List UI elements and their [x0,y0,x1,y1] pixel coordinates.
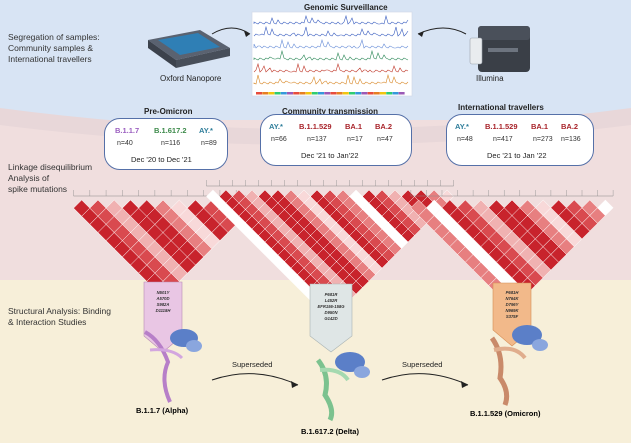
heatmap-community [206,180,454,321]
chromatogram-image [251,11,413,97]
panel-3-count-4: n=136 [561,136,581,143]
delta-mutations: P681R L452R EFR156-158G D950N G142D [310,292,352,322]
panel-1-variant-3: AY.* [199,126,213,135]
panel-2-date: Dec '21 to Jan'22 [301,151,359,160]
panel-2-variant-4: BA.2 [375,122,393,131]
arrow-nanopore [211,27,251,35]
panel-1-variant-1: B.1.1.7 [115,126,140,135]
genomic-surveillance-title: Genomic Surveillance [304,3,388,12]
panel-3-variant-4: BA.2 [561,122,579,131]
panel-3-variant-3: BA.1 [531,122,549,131]
omicron-mutations: P681H N764K D796Y N969K S375F [493,290,531,320]
delta-mutation-5: G142D [324,316,338,321]
illumina-label: Illumina [476,74,504,83]
panel-3-date: Dec '21 to Jan '22 [487,151,547,160]
panel-1-count-2: n=116 [161,140,181,147]
panel-2-count-1: n=66 [271,136,287,143]
panel-2-variant-3: BA.1 [345,122,363,131]
alpha-mutation-3: S982A [156,302,170,307]
delta-mutation-4: D950N [324,310,338,315]
superseded-label-1: Superseded [232,360,273,369]
alpha-mutation-4: D1118H [155,308,171,313]
omicron-mutation-3: D796Y [505,302,519,307]
nanopore-label: Oxford Nanopore [160,74,222,83]
panel-3-title: International travellers [458,103,544,112]
omicron-mutation-5: S375F [505,314,519,319]
omicron-mutation-2: N764K [505,296,519,301]
panel-1-variant-2: B.1.617.2 [154,126,187,135]
panel-1-box: B.1.1.7 B.1.617.2 AY.* n=40 n=116 n=89 D… [104,118,228,170]
panel-1-title: Pre-Omicron [144,107,193,116]
panel-3-count-2: n=417 [493,136,513,143]
panel-3-variant-1: AY.* [455,122,469,131]
panel-2-variant-1: AY.* [269,122,283,131]
structural-label: Structural Analysis: Binding & Interacti… [8,306,111,327]
panel-1-count-3: n=89 [201,140,217,147]
panel-2-variant-2: B.1.1.529 [299,122,332,131]
panel-3-count-3: n=273 [533,136,553,143]
alpha-mutations: N501Y A570D S982A D1118H [144,290,182,314]
delta-mutation-2: L452R [324,298,338,303]
omicron-mutation-4: N969K [505,308,519,313]
panel-1-date: Dec '20 to Dec '21 [131,155,192,164]
superseded-label-2: Superseded [402,360,443,369]
delta-mutation-3: EFR156-158G [317,304,345,309]
arrow-illumina [417,27,467,35]
panel-2-count-2: n=137 [307,136,327,143]
panel-2-box: AY.* B.1.1.529 BA.1 BA.2 n=66 n=137 n=17… [260,114,412,166]
alpha-structure-icon [143,329,202,403]
omicron-structure-icon [489,325,548,406]
omicron-mutation-1: P681H [505,290,519,295]
panel-2-title: Community transmission [282,107,379,116]
alpha-mutation-1: N501Y [156,290,170,295]
delta-mutation-pointer [309,283,353,353]
delta-structure-label: B.1.617.2 (Delta) [301,427,359,436]
delta-structure-icon [315,352,370,422]
alpha-structure-label: B.1.1.7 (Alpha) [136,406,189,415]
superseded-arrow-1 [211,373,299,386]
segregation-label: Segregation of samples: Community sample… [8,32,100,64]
panel-3-box: AY.* B.1.1.529 BA.1 BA.2 n=48 n=417 n=27… [446,114,594,166]
linkage-label: Linkage disequilibrium Analysis of spike… [8,162,93,194]
heatmap-travellers [410,190,614,310]
nanopore-device-icon [148,30,230,68]
alpha-mutation-2: A570D [156,296,170,301]
panel-2-count-4: n=47 [377,136,393,143]
panel-1-count-1: n=40 [117,140,133,147]
panel-3-count-1: n=48 [457,136,473,143]
illumina-device-icon [469,26,530,72]
panel-2-count-3: n=17 [347,136,363,143]
omicron-structure-label: B.1.1.529 (Omicron) [470,409,541,418]
superseded-arrow-2 [381,373,469,386]
panel-3-variant-2: B.1.1.529 [485,122,518,131]
delta-mutation-1: P681R [324,292,338,297]
